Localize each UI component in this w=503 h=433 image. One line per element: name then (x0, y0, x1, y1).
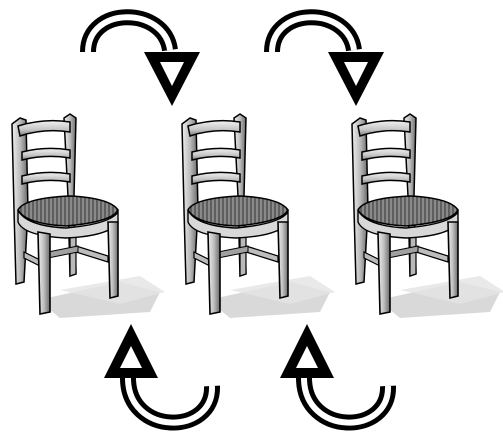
rotation-illustration (0, 0, 503, 433)
